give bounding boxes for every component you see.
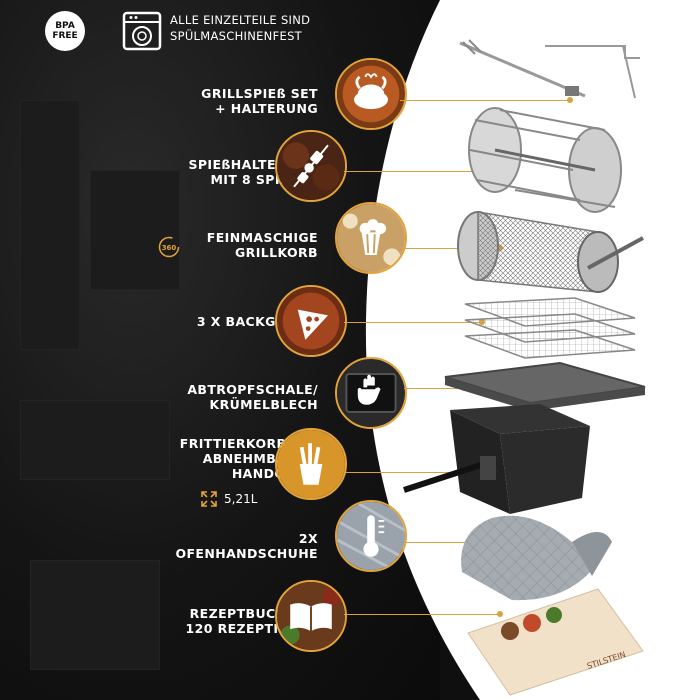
free-label: FREE xyxy=(52,31,78,41)
top-badges: BPA FREE xyxy=(45,10,163,52)
feature-label-drip-tray: ABTROPFSCHALE/KRÜMELBLECH xyxy=(187,382,318,412)
fries-icon xyxy=(275,428,347,500)
expand-arrows-icon xyxy=(201,491,217,507)
dishwasher-icon xyxy=(122,11,162,51)
connector-dot xyxy=(567,97,573,103)
svg-text:360: 360 xyxy=(162,244,177,252)
mesh-basket-product xyxy=(457,211,644,293)
skewer-icon xyxy=(275,130,347,202)
bpa-label: BPA xyxy=(55,21,75,31)
connector-line xyxy=(404,542,506,543)
cleaning-glove-icon xyxy=(335,357,407,429)
rotisserie-spit-product xyxy=(459,39,640,99)
racks-product xyxy=(464,297,636,359)
connector-line xyxy=(344,472,502,473)
feature-label-rotisserie: GRILLSPIEß SET+ HALTERUNG xyxy=(201,86,318,116)
connector-line xyxy=(344,322,482,323)
roast-chicken-icon xyxy=(335,58,407,130)
dishwasher-safe-text: ALLE EINZELTEILE SIND SPÜLMASCHINENFEST xyxy=(170,13,311,43)
popcorn-icon xyxy=(335,202,407,274)
connector-line xyxy=(344,614,500,615)
connector-line xyxy=(400,100,570,101)
oven-mitt-icon xyxy=(335,500,407,572)
pizza-icon xyxy=(275,285,347,357)
connector-dot xyxy=(497,611,503,617)
oven-mitts-product xyxy=(461,515,612,601)
recipe-book-icon xyxy=(275,580,347,652)
capacity-value: 5,21L xyxy=(224,492,258,506)
rotation-360-icon: 360 xyxy=(158,236,180,258)
bpa-free-badge: BPA FREE xyxy=(45,11,85,51)
fry-basket-product xyxy=(403,404,590,514)
drip-tray-product xyxy=(444,361,646,411)
skewer-holder-product xyxy=(468,107,622,213)
connector-line xyxy=(404,248,500,249)
connector-line xyxy=(404,388,464,389)
capacity-indicator: 5,21L xyxy=(200,490,257,508)
recipe-book-product: STILSTEIN xyxy=(467,588,644,696)
connector-line xyxy=(344,171,489,172)
